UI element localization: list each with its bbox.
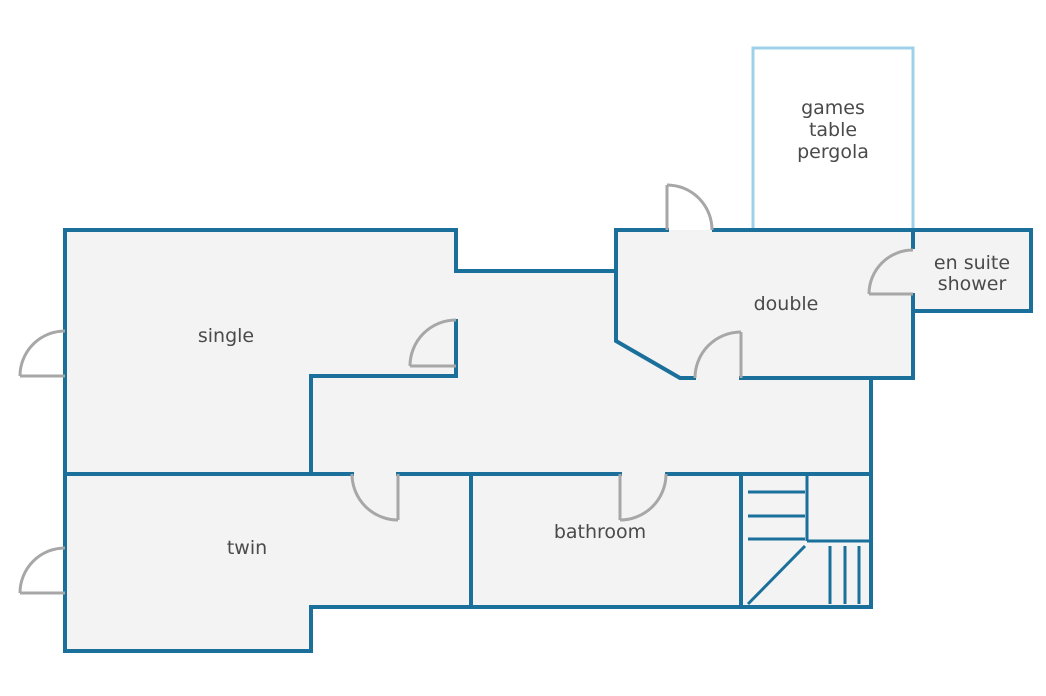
wall-double-top-left <box>614 228 696 380</box>
label-double: double <box>754 293 819 315</box>
stairs <box>746 476 869 606</box>
label-en-suite-line-2: shower <box>938 273 1007 295</box>
label-en-suite-line-1: en suite <box>934 252 1010 274</box>
floor-double <box>616 230 913 378</box>
door-double-hall[interactable] <box>693 330 743 379</box>
stair-diagonal <box>746 544 807 606</box>
label-bathroom: bathroom <box>554 521 646 543</box>
wall-single <box>63 228 458 476</box>
floor-hallway <box>311 271 871 474</box>
floor-bathroom <box>471 474 741 607</box>
wall-hall-west <box>309 374 458 476</box>
door-double-exterior[interactable] <box>665 183 714 231</box>
door-twin-exterior[interactable] <box>18 546 66 595</box>
door-single-hall[interactable] <box>408 318 457 368</box>
pergola-outline <box>751 46 915 230</box>
floor-fills <box>65 230 1031 651</box>
wall-en-suite <box>911 228 1033 313</box>
label-twin: twin <box>227 537 267 559</box>
label-pergola-line-2: table <box>809 119 857 141</box>
room-labels: single twin bathroom double en suite sho… <box>198 97 1010 559</box>
door-bathroom[interactable] <box>618 473 668 522</box>
label-single: single <box>198 325 254 347</box>
door-en-suite[interactable] <box>867 248 914 296</box>
door-single-exterior[interactable] <box>18 329 66 378</box>
floor-single <box>65 230 456 474</box>
label-pergola-line-1: games <box>801 97 865 119</box>
walls <box>63 228 1033 653</box>
label-pergola-line-3: pergola <box>797 141 869 163</box>
floor-twin <box>65 474 471 651</box>
door-twin-hall[interactable] <box>350 473 400 522</box>
floor-en-suite <box>913 230 1031 311</box>
doors <box>18 183 914 595</box>
